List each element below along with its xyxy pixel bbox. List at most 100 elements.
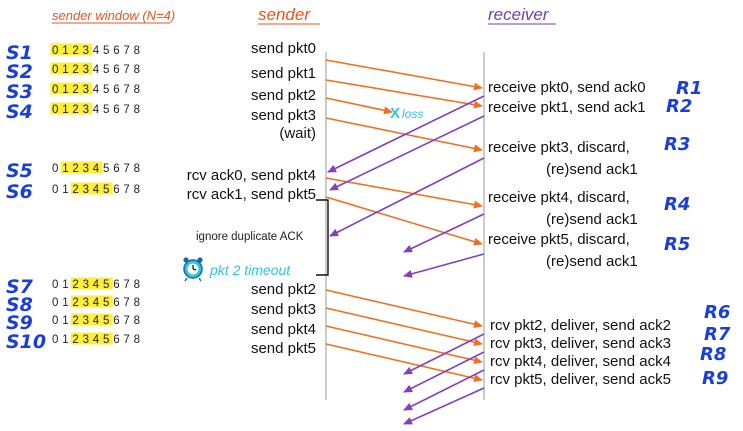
sender-event: send pkt3 — [251, 107, 316, 124]
sequence-number: 2 — [72, 334, 79, 346]
sequence-number: 3 — [83, 315, 90, 327]
data-arrow — [325, 325, 483, 365]
receiver-label: R9 — [702, 368, 728, 389]
lost-packet-arrow — [325, 97, 393, 115]
sequence-number: 7 — [123, 104, 130, 116]
receiver-event: receive pkt4, discard,(re)send ack1 — [488, 189, 638, 228]
sequence-number: 6 — [113, 184, 120, 196]
window-row-label: S9 — [6, 312, 33, 334]
sequence-number: 8 — [134, 279, 141, 291]
sender-window-header: sender window (N=4) — [52, 8, 175, 23]
window-highlight — [70, 295, 113, 308]
sequence-number: 8 — [134, 84, 141, 96]
receiver-event-line: rcv pkt4, deliver, send ack4 — [490, 353, 671, 370]
sequence-number: 8 — [134, 184, 141, 196]
window-row-label: S2 — [6, 61, 33, 83]
receiver-event: receive pkt3, discard,(re)send ack1 — [488, 139, 638, 178]
sender-event: send pkt0 — [251, 40, 316, 57]
sequence-number: 1 — [62, 104, 69, 116]
receiver-event: receive pkt1, send ack1 — [488, 99, 646, 116]
window-highlight — [50, 62, 93, 75]
sequence-number: 7 — [123, 45, 130, 57]
data-arrow — [325, 79, 483, 109]
alarm-clock-icon — [183, 257, 203, 282]
timeout-label: pkt 2 timeout — [209, 262, 291, 278]
sender-event: send pkt2 — [251, 281, 316, 298]
ack-arrow — [403, 253, 485, 278]
receiver-event: rcv pkt3, deliver, send ack3 — [490, 335, 671, 352]
window-highlight — [70, 182, 113, 195]
receiver-event-line: rcv pkt2, deliver, send ack2 — [490, 317, 671, 334]
sender-event: rcv ack0, send pkt4 — [187, 167, 316, 184]
sequence-number: 0 — [52, 64, 59, 76]
sequence-number: 4 — [93, 297, 100, 309]
loss-label: loss — [402, 107, 423, 121]
sequence-number: 2 — [72, 279, 79, 291]
receiver-header: receiver — [488, 5, 550, 24]
window-highlight — [70, 313, 113, 326]
sequence-number: 5 — [103, 184, 110, 196]
sequence-number: 4 — [93, 163, 100, 175]
sequence-number: 3 — [83, 297, 90, 309]
receiver-event-line: rcv pkt3, deliver, send ack3 — [490, 335, 671, 352]
receiver-label: R3 — [664, 134, 690, 155]
receiver-label: R2 — [666, 96, 692, 117]
sequence-number: 2 — [72, 297, 79, 309]
sequence-number: 6 — [113, 334, 120, 346]
data-arrow — [325, 59, 483, 91]
sequence-number: 1 — [62, 297, 69, 309]
sequence-number: 4 — [93, 334, 100, 346]
sequence-number: 7 — [123, 84, 130, 96]
receiver-label: R7 — [704, 324, 731, 345]
sequence-number: 1 — [62, 84, 69, 96]
data-arrow — [325, 343, 483, 383]
window-row-label: S5 — [6, 160, 33, 182]
window-row-label: S4 — [6, 101, 33, 123]
sequence-number: 0 — [52, 104, 59, 116]
sequence-number: 7 — [123, 315, 130, 327]
sequence-number: 4 — [93, 315, 100, 327]
receiver-event-line: (re)send ack1 — [546, 253, 638, 270]
sequence-number: 6 — [113, 64, 120, 76]
ack-arrow — [327, 95, 485, 173]
sequence-number: 2 — [72, 163, 79, 175]
window-row-label: S3 — [6, 81, 33, 103]
sequence-number: 3 — [83, 104, 90, 116]
sequence-number: 6 — [113, 163, 120, 175]
sequence-number: 3 — [83, 334, 90, 346]
ack-arrow — [403, 333, 485, 375]
sequence-number: 2 — [72, 84, 79, 96]
sequence-number: 6 — [113, 84, 120, 96]
data-arrow — [325, 307, 483, 347]
receiver-event-line: receive pkt3, discard, — [488, 139, 630, 156]
sequence-number: 1 — [62, 163, 69, 175]
receiver-label: R5 — [664, 234, 690, 255]
sender-event: (wait) — [279, 125, 316, 142]
sequence-number: 5 — [103, 279, 110, 291]
sender-event: send pkt2 — [251, 87, 316, 104]
sequence-number: 5 — [103, 64, 110, 76]
sequence-number: 3 — [83, 45, 90, 57]
receiver-event: receive pkt5, discard, (re)send ack1 — [488, 231, 638, 270]
sequence-number: 0 — [52, 45, 59, 57]
message-arrows — [325, 59, 485, 425]
window-row-label: S8 — [6, 294, 33, 316]
sequence-number: 0 — [52, 315, 59, 327]
sequence-number: 8 — [134, 64, 141, 76]
ack-arrow — [403, 369, 485, 411]
sequence-number: 6 — [113, 45, 120, 57]
receiver-event-line: receive pkt5, discard, — [488, 231, 630, 248]
window-highlight — [70, 277, 113, 290]
sequence-number: 0 — [52, 163, 59, 175]
ack-arrow — [403, 387, 485, 425]
